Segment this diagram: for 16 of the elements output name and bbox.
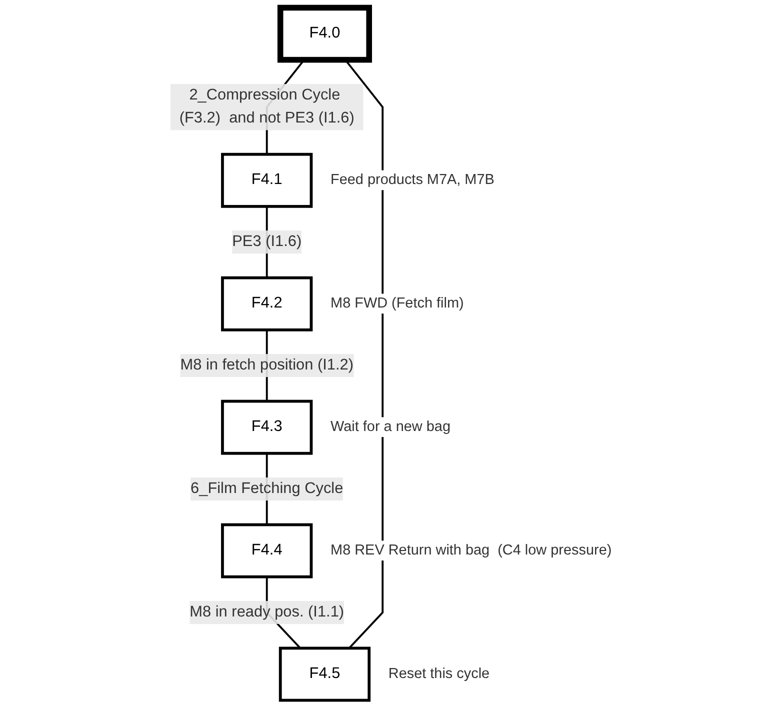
edge-label: M8 in fetch position (I1.2) bbox=[180, 356, 354, 374]
node-box: F4.2 bbox=[221, 276, 313, 332]
step-action: Feed products M7A, M7B bbox=[330, 172, 494, 188]
node-box: F4.0 bbox=[277, 4, 372, 63]
step-action: Wait for a new bag bbox=[330, 419, 450, 436]
step-action: M8 REV Return with bag (C4 low pressure) bbox=[330, 542, 612, 559]
edge-label: M8 in ready pos. (I1.1) bbox=[190, 604, 344, 620]
edge-label: 2_Compression Cycle (F3.2) and not PE3 (I1.6) bbox=[179, 86, 354, 126]
node-box: F4.1 bbox=[221, 152, 313, 208]
step-action: Reset this cycle bbox=[388, 666, 490, 682]
edge-label: PE3 (I1.6) bbox=[232, 233, 302, 250]
node-box: F4.5 bbox=[278, 646, 371, 702]
step-action: M8 FWD (Fetch film) bbox=[330, 296, 464, 312]
node-box: F4.3 bbox=[221, 400, 313, 455]
edge-label: 6_Film Fetching Cycle bbox=[190, 480, 344, 497]
node-box: F4.4 bbox=[221, 523, 313, 578]
